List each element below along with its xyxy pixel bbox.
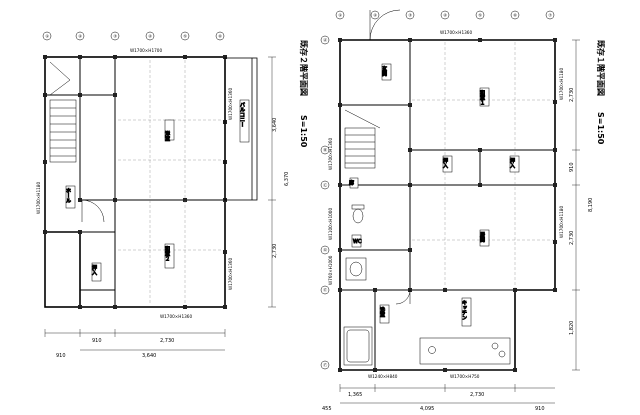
title-2f: 既存２階平面図 S=1:50 — [299, 40, 309, 148]
grid-bubble-1f-3: ③ — [408, 13, 412, 18]
grid-bubble-1f-1: ① — [338, 13, 342, 18]
grid-bubble-1f-4: ④ — [443, 13, 447, 18]
window-tags-1f: W1700×H1360 W1700×H1180 W1700×H1360 W110… — [328, 30, 564, 379]
grid-bubble-side-f: Ⓕ — [323, 362, 327, 368]
grid-lines-1f — [412, 42, 553, 288]
window-tag-2f-bottom: W1700×H1360 — [160, 314, 192, 319]
grid-bubbles-1f-left: Ⓐ Ⓑ Ⓒ Ⓓ Ⓔ Ⓕ — [320, 35, 330, 370]
inner-walls-2f — [45, 57, 225, 307]
balcony-2f — [224, 57, 258, 201]
grid-bubble-5: ⑤ — [183, 34, 187, 39]
inner-walls-1f — [340, 40, 555, 370]
room-oshiire-2f: 押入 — [91, 264, 97, 275]
grid-bubbles-2f-top: ① ② ③ ④ ⑤ ⑥ — [42, 31, 225, 41]
entrance-door-1f — [369, 9, 401, 41]
window-tag-1f-left-a: W1700×H1360 — [328, 138, 333, 170]
stairs-2f — [49, 61, 77, 163]
grid-bubble-side-b: Ⓑ — [323, 147, 327, 153]
dimensions-1f: 2,730 910 2,730 1,820 8,190 1,365 2,730 … — [322, 39, 594, 412]
dim-2f-right-1: 3,640 — [272, 118, 278, 132]
title-1f-text: 既存１階平面図 — [596, 40, 606, 96]
window-tag-1f-bottom-a: W1240×H840 — [368, 374, 398, 379]
grid-bubble-1f-2: ② — [373, 13, 377, 18]
room-genkan: 玄関 — [381, 65, 387, 77]
dim-1f-bottom-5: 910 — [535, 406, 545, 412]
dim-1f-bottom-1: 1,365 — [348, 392, 362, 398]
room-youshitsu: 洋室 — [164, 130, 170, 141]
room-hall: ホール — [65, 188, 71, 203]
room-yokushitsu: 浴室 — [379, 306, 385, 317]
grid-bubble-1: ① — [45, 34, 49, 39]
window-tag-2f-right-bottom: W1700×H1360 — [228, 258, 233, 290]
plan-1f: ① ② ③ ④ ⑤ ⑥ ⑦ Ⓐ Ⓑ Ⓒ Ⓓ Ⓔ Ⓕ — [320, 9, 606, 412]
title-1f: 既存１階平面図 S=1:50 — [596, 40, 606, 145]
window-tag-1f-top: W1700×H1360 — [440, 30, 472, 35]
dim-1f-right-total: 8,190 — [588, 198, 594, 212]
doors-1f — [395, 289, 411, 305]
dim-1f-bottom-4: 455 — [322, 406, 332, 412]
dim-2f-bottom-1: 910 — [92, 338, 102, 344]
room-kitchen: キッチン — [461, 300, 467, 320]
dim-1f-right-3: 2,730 — [569, 231, 575, 245]
dim-1f-bottom-3: 4,095 — [420, 406, 434, 412]
grid-bubble-1f-5: ⑤ — [478, 13, 482, 18]
room-labels-2f: 洋室 ホール 和室２ 押入 バルコニー — [65, 99, 250, 282]
grid-bubble-side-d: Ⓓ — [323, 247, 327, 253]
dim-1f-right-1: 2,730 — [569, 88, 575, 102]
dim-2f-right-2: 6,370 — [284, 172, 290, 186]
room-kaidan: 廊 — [348, 179, 354, 186]
window-tag-1f-left-c: W760×H1000 — [328, 255, 333, 285]
grid-bubble-6: ⑥ — [218, 34, 222, 39]
room-wc: WC — [353, 239, 362, 245]
stairs-1f — [344, 109, 381, 169]
posts-2f — [43, 55, 227, 309]
dim-1f-right-4: 1,820 — [569, 321, 575, 335]
grid-bubble-side-c: Ⓒ — [323, 182, 327, 188]
plan-2f: ① ② ③ ④ ⑤ ⑥ — [36, 31, 309, 359]
dimensions-2f: 3,640 6,370 2,730 910 2,730 3,640 910 — [44, 56, 290, 359]
window-tags-2f: W1700×H1700 W1700×H1360 W1700×H1180 W170… — [36, 48, 233, 319]
fixtures-1f — [343, 204, 511, 366]
room-oshiire-1f-a: 押入 — [442, 157, 448, 168]
posts-1f — [338, 38, 557, 372]
dim-2f-bottom-left: 910 — [56, 353, 66, 359]
dim-2f-right-3: 2,730 — [272, 244, 278, 258]
title-1f-scale: S=1:50 — [596, 112, 605, 145]
room-balcony: バルコニー — [239, 102, 245, 127]
window-tag-2f-right-top: W1700×H1360 — [228, 88, 233, 120]
room-labels-1f: 玄関 和室１ 押入 押入 居間 WC 廊 浴室 キッチン — [348, 63, 520, 327]
title-2f-scale: S=1:50 — [299, 115, 308, 148]
walls-1f — [339, 39, 556, 371]
window-tag-1f-right-top: W1700×H1180 — [559, 68, 564, 100]
window-tag-1f-right-mid: W1700×H1180 — [559, 206, 564, 238]
grid-bubble-2: ② — [78, 34, 82, 39]
window-tag-1f-bottom-b: W1700×H750 — [450, 374, 480, 379]
grid-bubble-3: ③ — [113, 34, 117, 39]
grid-bubbles-1f-top: ① ② ③ ④ ⑤ ⑥ ⑦ — [335, 10, 555, 20]
dim-2f-bottom-total: 3,640 — [142, 353, 156, 359]
grid-bubble-side-a: Ⓐ — [323, 37, 327, 43]
dim-1f-right-2: 910 — [569, 162, 575, 172]
room-washitsu1: 和室１ — [479, 89, 485, 105]
room-oshiire-1f-b: 押入 — [509, 157, 515, 168]
grid-bubble-4: ④ — [148, 34, 152, 39]
dim-2f-bottom-2: 2,730 — [160, 338, 174, 344]
doors-2f — [81, 199, 105, 223]
window-tag-1f-left-b: W1100×H1000 — [328, 208, 333, 240]
grid-bubble-1f-7: ⑦ — [548, 13, 552, 18]
grid-bubble-side-e: Ⓔ — [323, 287, 327, 293]
window-tag-2f-top: W1700×H1700 — [130, 48, 162, 53]
room-ima: 居間 — [479, 232, 485, 243]
dim-1f-bottom-2: 2,730 — [470, 392, 484, 398]
grid-bubble-1f-6: ⑥ — [513, 13, 517, 18]
title-2f-text: 既存２階平面図 — [299, 40, 309, 96]
window-tag-2f-left: W1700×H1180 — [36, 182, 41, 214]
room-washitsu2: 和室２ — [164, 245, 170, 261]
